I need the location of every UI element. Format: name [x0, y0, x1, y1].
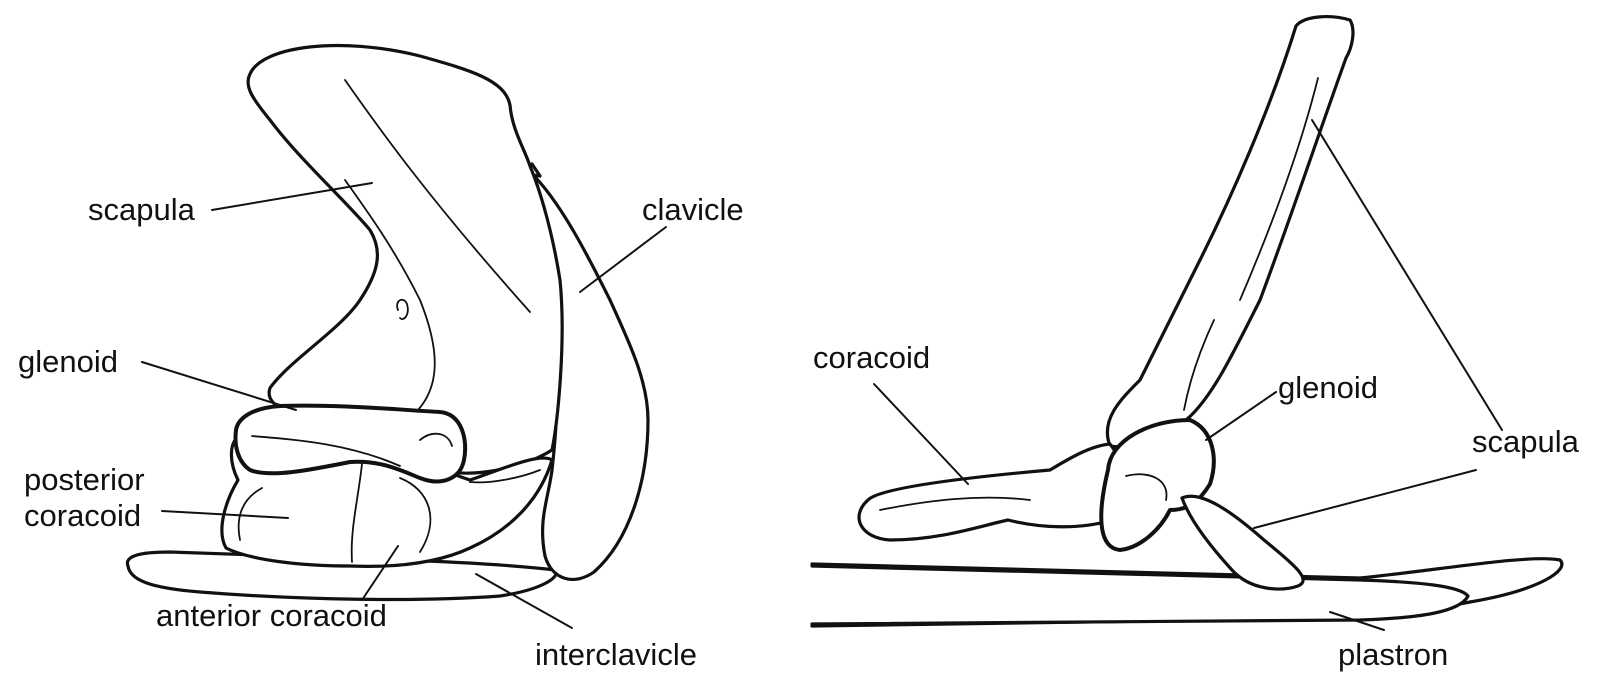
plastron-inner-edge — [810, 564, 1470, 626]
glenoid-bone — [233, 403, 468, 484]
leader-scapula-right-upper — [1311, 119, 1503, 431]
label-scapula-left: scapula — [88, 192, 196, 227]
glenoid-inner — [251, 435, 401, 467]
posterior-coracoid-edge — [237, 487, 263, 541]
scapula-shaft-highlight — [1239, 77, 1319, 301]
label-anterior-coracoid: anterior coracoid — [156, 598, 387, 633]
left-figure: scapula clavicle glenoid posterior corac… — [18, 43, 744, 672]
leader-interclavicle — [475, 573, 573, 629]
leader-scapula-right-lower — [1253, 469, 1477, 529]
coracoid-suture — [350, 463, 363, 563]
label-posterior-coracoid-1: posterior — [24, 462, 145, 497]
glenoid-facet-right — [1125, 473, 1168, 501]
glenoid-facet — [419, 432, 453, 447]
scapula-ridge — [344, 79, 531, 313]
label-coracoid-right: coracoid — [813, 340, 930, 375]
leader-posterior-coracoid — [161, 510, 289, 519]
leader-plastron — [1329, 611, 1385, 631]
label-clavicle-left: clavicle — [642, 192, 744, 227]
leader-glenoid-right — [1205, 391, 1277, 441]
leader-glenoid-left — [141, 361, 297, 411]
label-plastron: plastron — [1338, 637, 1448, 672]
acromion-process — [1180, 494, 1305, 591]
coracoid-bone-right — [857, 442, 1126, 542]
label-interclavicle: interclavicle — [535, 637, 697, 672]
leader-scapula-left — [211, 182, 373, 211]
scapula-inner-edge — [344, 179, 436, 411]
leader-clavicle-left — [579, 226, 667, 293]
label-scapula-right: scapula — [1472, 424, 1580, 459]
right-figure: coracoid glenoid scapula plastron — [810, 15, 1580, 672]
coracoid-ridge-right — [879, 496, 1031, 511]
foramen — [396, 298, 409, 320]
coracoid-ridge — [469, 469, 541, 484]
label-glenoid-right: glenoid — [1278, 370, 1378, 405]
label-posterior-coracoid-2: coracoid — [24, 498, 141, 533]
scapula-shaft-edge — [1183, 319, 1215, 411]
leader-coracoid-right — [873, 383, 969, 485]
anterior-coracoid-edge — [399, 477, 432, 553]
leader-anterior-coracoid — [361, 545, 399, 601]
label-glenoid-left: glenoid — [18, 344, 118, 379]
